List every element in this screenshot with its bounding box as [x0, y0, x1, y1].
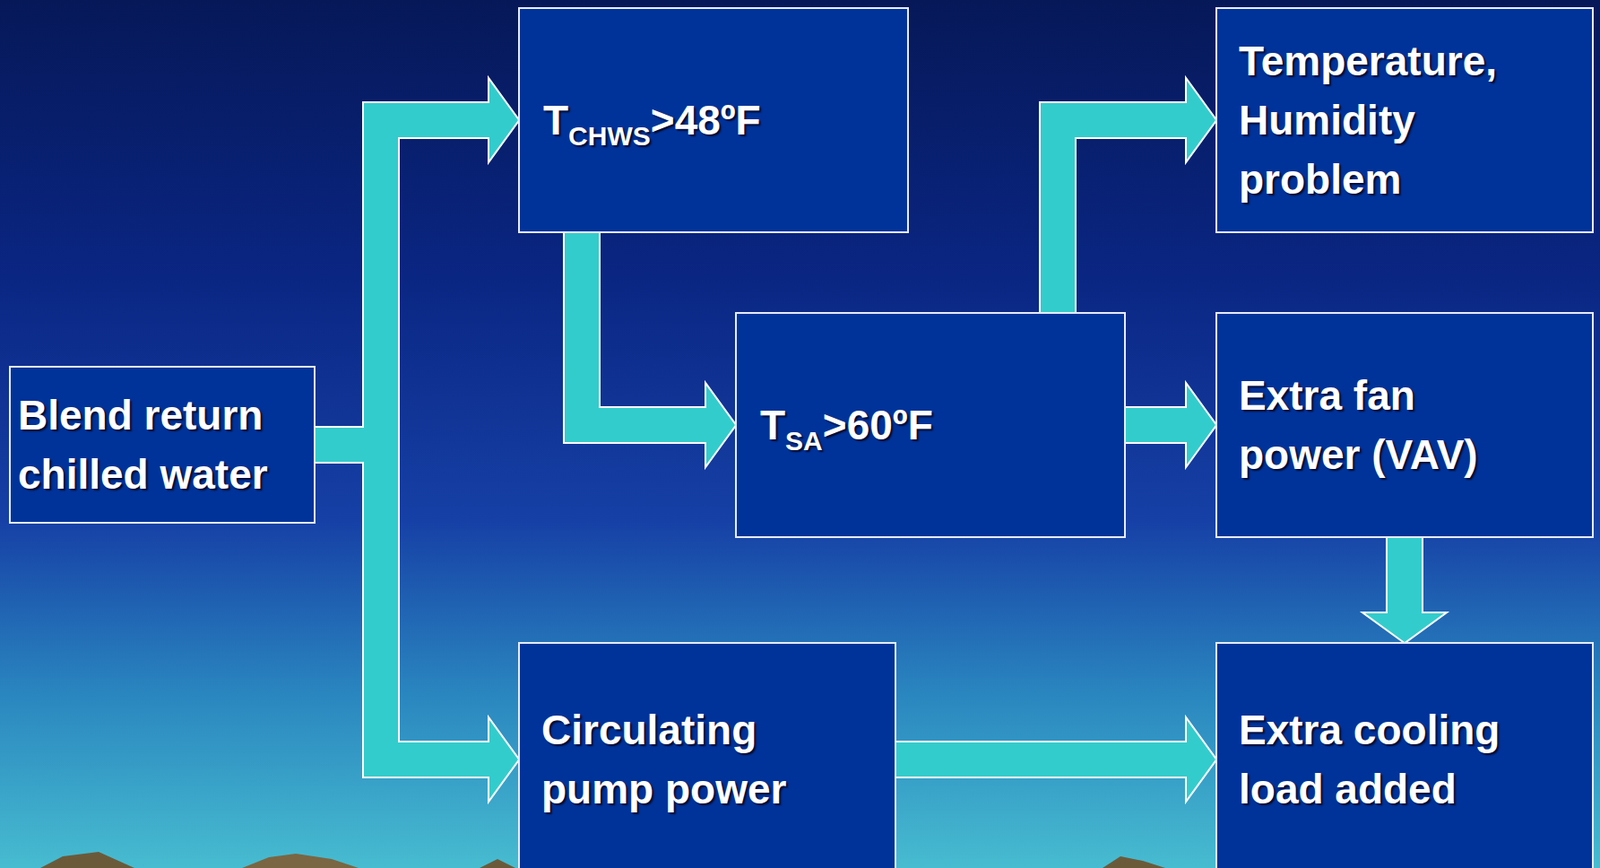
- arrowhead: [489, 719, 519, 799]
- arrowhead-outline: [1365, 613, 1445, 642]
- mountain-shape: [1102, 856, 1166, 868]
- box-label: Extra cooling load added: [1238, 700, 1544, 819]
- box-label: >60ºF: [822, 401, 934, 449]
- text-block: Circulating pump power: [541, 700, 847, 819]
- block-arrow: [315, 120, 492, 445]
- arrowhead-outline: [1186, 80, 1216, 160]
- process-box: TCHWS>48ºF: [518, 7, 909, 234]
- box-label: Blend return chilled water: [17, 385, 307, 504]
- text-block: Temperature, Humidity problem: [1238, 31, 1553, 209]
- arrowhead-outline: [706, 385, 736, 465]
- box-label: Temperature, Humidity problem: [1238, 31, 1553, 209]
- text-block: Extra fan power (VAV): [1238, 365, 1544, 485]
- arrowhead: [1186, 385, 1216, 465]
- arrowhead: [1186, 719, 1216, 799]
- process-box: Extra fan power (VAV): [1215, 311, 1594, 538]
- arrow-outline: [1057, 120, 1189, 312]
- block-arrow: [896, 742, 1189, 777]
- text-block: TCHWS>48ºF: [543, 90, 884, 150]
- arrow-outline: [896, 740, 1189, 779]
- box-label: T: [760, 401, 786, 449]
- box-label: T: [543, 96, 569, 144]
- arrowhead: [1365, 613, 1445, 642]
- arrowhead: [706, 385, 736, 465]
- arrowhead-outline: [1186, 385, 1216, 465]
- text-block: TSA>60ºF: [760, 395, 1101, 455]
- process-box: Blend return chilled water: [8, 365, 316, 524]
- arrow-outline: [1385, 537, 1424, 615]
- box-label: Circulating pump power: [541, 700, 847, 819]
- text-block: Extra cooling load added: [1238, 700, 1544, 819]
- mountain-shape: [40, 851, 135, 868]
- arrow-outline: [315, 444, 492, 760]
- box-label: >48ºF: [650, 96, 762, 144]
- arrow-outline: [315, 120, 492, 445]
- mountain-shape: [479, 858, 516, 868]
- arrowhead-outline: [489, 80, 519, 160]
- block-arrow: [315, 444, 492, 760]
- arrow-outline: [581, 233, 709, 425]
- arrowhead-outline: [1186, 719, 1216, 799]
- process-box: TSA>60ºF: [735, 311, 1126, 538]
- arrow-outline: [1125, 406, 1189, 444]
- subscript-label: CHWS: [568, 121, 651, 151]
- process-box: Extra cooling load added: [1215, 641, 1594, 868]
- subscript-label: SA: [785, 425, 823, 456]
- box-label: Extra fan power (VAV): [1238, 365, 1544, 485]
- arrowhead: [1186, 80, 1216, 160]
- process-box: Temperature, Humidity problem: [1215, 7, 1594, 234]
- process-box: Circulating pump power: [518, 641, 897, 868]
- block-arrow: [581, 233, 709, 425]
- block-arrow: [1057, 120, 1189, 312]
- block-arrow: [1125, 407, 1189, 442]
- block-arrow: [1387, 537, 1422, 615]
- text-block: Blend return chilled water: [17, 385, 307, 504]
- arrowhead: [489, 80, 519, 160]
- arrowhead-outline: [489, 719, 519, 799]
- mountain-shape: [242, 853, 359, 868]
